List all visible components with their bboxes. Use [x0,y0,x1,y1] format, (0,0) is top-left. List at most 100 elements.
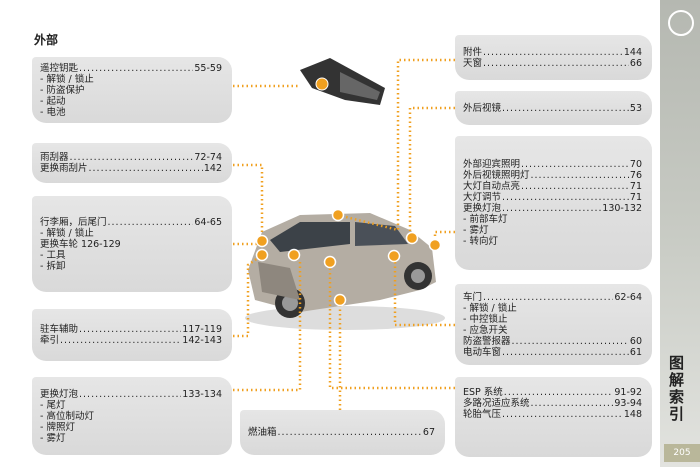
entry-label: 天窗 [463,57,483,69]
entry-page: 142 [203,163,222,174]
sidebar-tab [660,0,700,467]
entry-page: 61 [629,346,642,358]
index-entry[interactable]: - 拆卸 [40,261,222,272]
entry-label: 外后视镜 [463,102,502,114]
index-entry[interactable]: 大灯调节 71 [463,192,642,203]
entry-label: 防盗警报器 [463,335,511,347]
entry-label: - 雾灯 [40,432,66,444]
index-entry[interactable]: 更换灯泡 130-132 [463,203,642,214]
entry-page: 67 [422,427,435,438]
index-box-mirrors: 外后视镜53 [455,91,652,125]
index-entry[interactable]: 外部迎宾照明70 [463,159,642,170]
index-entry[interactable]: - 中控锁止 [463,314,642,325]
index-entry[interactable]: 更换灯泡 133-134 [40,389,222,400]
entry-label: 更换车轮 126-129 [40,238,121,250]
entry-page: 76 [629,170,642,181]
index-entry[interactable]: - 雾灯 [463,225,642,236]
car-illustration [245,213,445,330]
index-entry[interactable]: 轮胎气压 148 [463,409,642,420]
entry-page: 71 [629,181,642,192]
entry-label: 雨刮器 [40,152,69,163]
entry-page: 72-74 [194,152,222,163]
index-entry[interactable]: 更换车轮 126-129 [40,239,222,250]
entry-page: 133-134 [182,388,222,400]
index-box-remote-key: 遥控钥匙 55-59 - 解锁 / 锁止- 防盗保护- 起动- 电池 [32,57,232,123]
index-entry[interactable]: 遥控钥匙 55-59 [40,63,222,74]
index-entry[interactable]: 电动车窗 61 [463,347,642,358]
index-entry[interactable]: 多路况适应系统93-94 [463,398,642,409]
index-entry[interactable]: - 工具 [40,250,222,261]
entry-label: 更换雨刮片 [40,163,88,174]
index-entry[interactable]: 驻车辅助117-119 [40,324,222,335]
index-entry[interactable]: 外后视镜53 [463,103,642,114]
chapter-circle-icon [668,10,694,36]
index-entry[interactable]: 大灯自动点亮 71 [463,181,642,192]
index-entry[interactable]: - 应急开关 [463,325,642,336]
entry-page: 64-65 [194,216,222,228]
entry-page: 91-92 [614,387,642,398]
entry-label: 外后视镜照明灯 [463,170,530,181]
entry-label: - 防盗保护 [40,84,85,96]
entry-label: 遥控钥匙 [40,62,79,74]
index-box-fuel: 燃油箱 67 [240,410,445,455]
index-entry[interactable]: - 前部车灯 [463,214,642,225]
index-entry[interactable]: - 电池 [40,107,222,118]
chapter-title: 图解索引 [667,355,685,423]
entry-page: 62-64 [614,291,642,303]
index-entry[interactable]: - 高位制动灯 [40,411,222,422]
index-entry[interactable]: - 牌照灯 [40,422,222,433]
index-entry[interactable]: 雨刮器 72-74 [40,152,222,163]
index-entry[interactable]: - 起动 [40,96,222,107]
entry-label: 电动车窗 [463,346,502,358]
index-entry[interactable]: - 解锁 / 锁止 [40,74,222,85]
index-entry[interactable]: 行李厢，后尾门64-65 [40,217,222,228]
index-entry[interactable]: 附件144 [463,47,642,58]
entry-label: 更换灯泡 [40,388,79,400]
entry-label: - 解锁 / 锁止 [40,73,94,85]
page-number: 205 [664,444,700,462]
entry-page: 130-132 [602,203,642,214]
index-entry[interactable]: 牵引 142-143 [40,335,222,346]
entry-label: - 转向灯 [463,236,498,247]
index-entry[interactable]: - 转向灯 [463,236,642,247]
index-entry[interactable]: - 解锁 / 锁止 [40,228,222,239]
entry-label: - 解锁 / 锁止 [40,227,94,239]
entry-label: - 雾灯 [463,225,489,236]
index-entry[interactable]: 更换雨刮片 142 [40,163,222,174]
section-title: 外部 [34,33,59,47]
entry-label: 外部迎宾照明 [463,159,521,170]
entry-label: ESP 系统 [463,387,503,398]
index-entry[interactable]: 车门 62-64 [463,292,642,303]
index-entry[interactable]: - 尾灯 [40,400,222,411]
entry-label: 大灯自动点亮 [463,181,521,192]
entry-page: 55-59 [194,62,222,74]
entry-label: 更换灯泡 [463,203,502,214]
index-entry[interactable]: - 雾灯 [40,433,222,444]
index-entry[interactable]: ESP 系统 91-92 [463,387,642,398]
entry-label: 多路况适应系统 [463,398,530,409]
index-entry[interactable]: - 防盗保护 [40,85,222,96]
entry-label: 牵引 [40,335,60,346]
index-entry[interactable]: 燃油箱 67 [248,427,435,438]
entry-label: - 牌照灯 [40,421,75,433]
index-entry[interactable]: 防盗警报器60 [463,336,642,347]
entry-label: - 解锁 / 锁止 [463,302,517,314]
entry-label: - 前部车灯 [463,214,508,225]
index-entry[interactable]: - 解锁 / 锁止 [463,303,642,314]
entry-page: 148 [623,409,642,420]
entry-page: 66 [629,57,642,69]
index-entry[interactable]: 外后视镜照明灯 76 [463,170,642,181]
entry-label: - 应急开关 [463,324,508,336]
entry-label: - 电池 [40,106,66,118]
entry-page: 144 [623,46,642,58]
entry-page: 142-143 [182,335,222,346]
entry-page: 71 [629,192,642,203]
entry-label: 轮胎气压 [463,409,502,420]
index-entry[interactable]: 天窗 66 [463,58,642,69]
illustration [233,58,455,410]
entry-label: 车门 [463,291,483,303]
entry-label: 燃油箱 [248,427,277,438]
entry-label: 大灯调节 [463,192,502,203]
